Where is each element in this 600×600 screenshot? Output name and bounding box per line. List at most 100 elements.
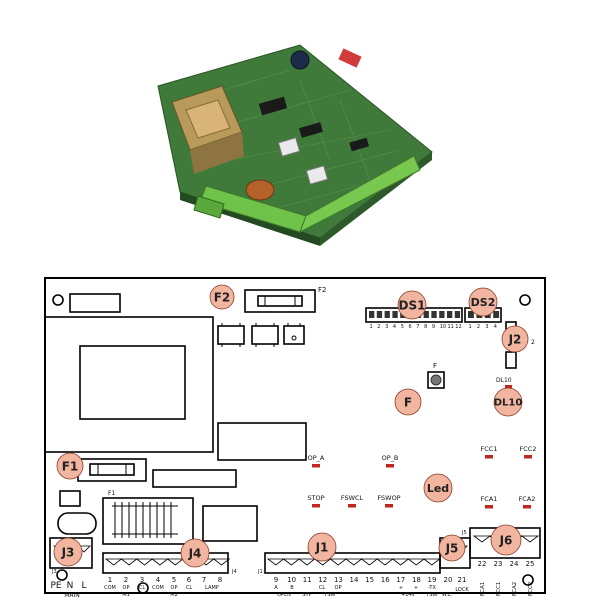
j4-terminal-number: 1 xyxy=(108,576,112,584)
callout-f1-label: F1 xyxy=(62,459,79,473)
j6-terminal-sub: FCA2 xyxy=(512,582,518,596)
j4-terminal-number: 8 xyxy=(218,576,222,584)
j1-screw xyxy=(407,558,426,566)
j1-group-label: FSW xyxy=(427,592,438,598)
j6-terminal-sub: FCA1 xyxy=(480,582,486,596)
j1-terminal-number: 14 xyxy=(350,576,359,584)
transformer-photo xyxy=(171,85,244,174)
ds1-number: 5 xyxy=(401,324,404,330)
j1-terminal-number: 19 xyxy=(428,576,437,584)
callout-j6-label: J6 xyxy=(499,533,513,547)
fuse-f1-label: F1 xyxy=(108,490,115,497)
led-fcc1-label: FCC1 xyxy=(481,445,498,453)
ds2-number: 4 xyxy=(494,324,497,330)
relay-block-left xyxy=(152,469,237,488)
led-dl10 xyxy=(505,385,512,388)
j5-terminal-number: 20 xyxy=(444,576,453,584)
transformer-outline xyxy=(44,316,214,453)
terminal-strip-photo xyxy=(193,155,421,234)
j1-terminal-number: 16 xyxy=(381,576,390,584)
callout-f1: F1 xyxy=(56,452,84,480)
ds1-key-10 xyxy=(439,311,445,318)
led-op-a-label: OP_A xyxy=(308,454,325,462)
j6-screw xyxy=(472,535,492,543)
j3-terminal-label: N xyxy=(67,581,74,591)
pcb-photo-body xyxy=(157,44,433,246)
ds1-number: 4 xyxy=(393,324,396,330)
j1-screw xyxy=(344,558,363,566)
ds1-number: 3 xyxy=(385,324,388,330)
mount-hole-bottom-right xyxy=(522,574,534,586)
j1-small-label: J1 xyxy=(257,569,263,575)
ds2-number: 1 xyxy=(469,324,472,330)
inductor xyxy=(102,497,194,545)
mount-hole-bottom-center xyxy=(137,582,149,594)
callout-f2: F2 xyxy=(209,284,235,310)
led-fcc2-label: FCC2 xyxy=(520,445,537,453)
fuse-f2-holder xyxy=(244,289,316,313)
ds1-number: 6 xyxy=(409,324,412,330)
callout-j2-label: J2 xyxy=(508,332,522,346)
j3-terminal-label: PE xyxy=(50,581,61,591)
callout-j5-label: J5 xyxy=(445,541,459,555)
ds1-key-11 xyxy=(447,311,453,318)
j1-terminal-number: 11 xyxy=(303,576,312,584)
callout-ds2-label: DS2 xyxy=(471,296,496,309)
j5-terminal-number: 21 xyxy=(458,576,467,584)
fuse-f2 xyxy=(257,295,303,307)
j6-screw xyxy=(520,535,540,543)
ds1-number: 11 xyxy=(448,324,454,330)
ds1-number: 2 xyxy=(377,324,380,330)
capacitor-photo xyxy=(290,50,310,70)
fuse-f1 xyxy=(89,463,135,476)
j1-screw xyxy=(329,558,348,566)
callout-j4: J4 xyxy=(180,538,210,568)
callout-j1: J1 xyxy=(307,532,337,562)
optocoupler-3 xyxy=(283,323,305,345)
j1-terminal-number: 12 xyxy=(318,576,327,584)
led-op-b-label: OP_B xyxy=(382,454,399,462)
j4-terminal-sub: CL xyxy=(139,585,145,591)
callout-f2-label: F2 xyxy=(214,290,231,304)
j1-terminal-number: 13 xyxy=(334,576,343,584)
fuse-f2-label: F2 xyxy=(318,286,326,294)
j4-terminal-sub: LAMP xyxy=(205,585,219,591)
j4-terminal-number: 4 xyxy=(156,576,161,584)
j1-group-label: STP xyxy=(302,592,311,598)
dip-switch-photo xyxy=(338,48,362,68)
j6-terminal-number: 22 xyxy=(478,560,487,568)
relay-block-center xyxy=(217,422,307,461)
ds2-key-4 xyxy=(493,311,500,318)
callout-j3: J3 xyxy=(53,537,83,567)
callout-ds1: DS1 xyxy=(397,290,427,320)
callout-led-label: Led xyxy=(427,482,449,495)
j6-terminal-number: 25 xyxy=(526,560,535,568)
j1-screw xyxy=(376,558,394,566)
j1-terminal-number: 9 xyxy=(274,576,278,584)
j6-terminal-sub: FCC2 xyxy=(528,582,534,596)
led-fswcl-label: FSWCL xyxy=(341,494,364,502)
terminal-block-j4 xyxy=(102,552,229,574)
j5-terminal-sub: W.L. xyxy=(442,592,453,598)
ds1-key-12 xyxy=(454,311,461,318)
ds2-number: 2 xyxy=(477,324,480,330)
callout-led: Led xyxy=(423,473,453,503)
optocoupler-1 xyxy=(217,323,245,347)
optocoupler-2 xyxy=(251,323,279,347)
j4-screw xyxy=(120,558,138,566)
led-fca2 xyxy=(523,505,531,509)
ds2-number: 3 xyxy=(485,324,488,330)
led-fcc1 xyxy=(485,455,493,459)
led-fswop-label: FSWOP xyxy=(377,494,400,502)
ds1-key-9 xyxy=(431,311,437,318)
ds1-key-1 xyxy=(369,311,375,318)
ds1-key-2 xyxy=(376,311,383,318)
j4-screw xyxy=(166,558,185,566)
callout-j6: J6 xyxy=(490,524,522,556)
j4-terminal-sub: OP xyxy=(123,585,130,591)
j1-screw xyxy=(282,558,301,566)
j3-small-label: J3 xyxy=(51,569,57,575)
j4-terminal-sub: CL xyxy=(186,585,192,591)
j4-terminal-number: 6 xyxy=(187,576,192,584)
mount-hole-top-right xyxy=(519,294,531,306)
